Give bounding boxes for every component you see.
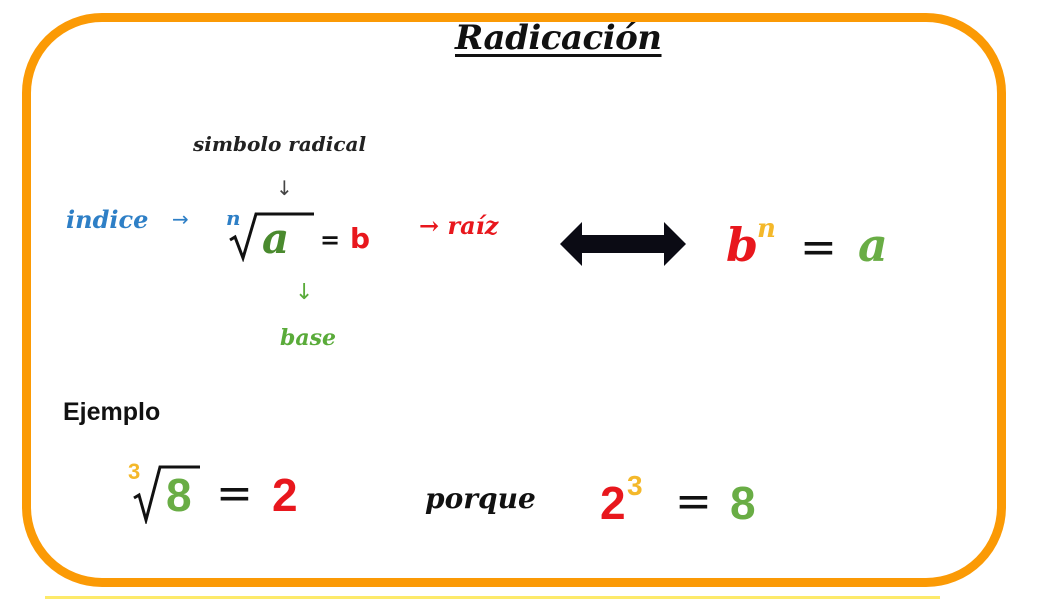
example-heading: Ejemplo [63, 398, 161, 426]
orange-rounded-frame [22, 13, 1006, 587]
power-exponent-n: n [757, 214, 776, 244]
label-radical-symbol: simbolo radical [193, 132, 367, 156]
label-root: → raíz [419, 211, 499, 240]
example-power-exponent: 3 [627, 470, 643, 501]
index-n: n [226, 206, 241, 230]
example-result: 2 [272, 469, 298, 521]
radical-sign-icon [229, 212, 314, 262]
power-base-b: b [726, 218, 759, 272]
example-power-base: 2 [600, 477, 626, 529]
arrow-down-base-icon: ↓ [295, 280, 314, 305]
example-equals: = [216, 468, 253, 519]
arrow-right-icon: → [172, 207, 189, 231]
double-arrow-icon [560, 222, 686, 266]
example-index: 3 [128, 459, 141, 484]
arrow-down-icon: ↓ [276, 176, 293, 200]
equals-sign: = [320, 226, 341, 254]
result-b: b [350, 222, 371, 255]
example-connector: porque [425, 482, 536, 515]
example-radical-sign-icon [133, 465, 200, 524]
page-title: Radicación [455, 18, 662, 58]
label-index: indice [66, 205, 149, 234]
radicand-a: a [262, 214, 290, 263]
example-power-result: 8 [730, 477, 756, 529]
bottom-yellow-line [45, 596, 940, 599]
example-radicand: 8 [166, 469, 192, 521]
power-value-a: a [858, 218, 888, 272]
label-base: base [280, 325, 337, 351]
equivalence-equals: = [800, 222, 837, 273]
example-power-equals: = [675, 476, 712, 527]
